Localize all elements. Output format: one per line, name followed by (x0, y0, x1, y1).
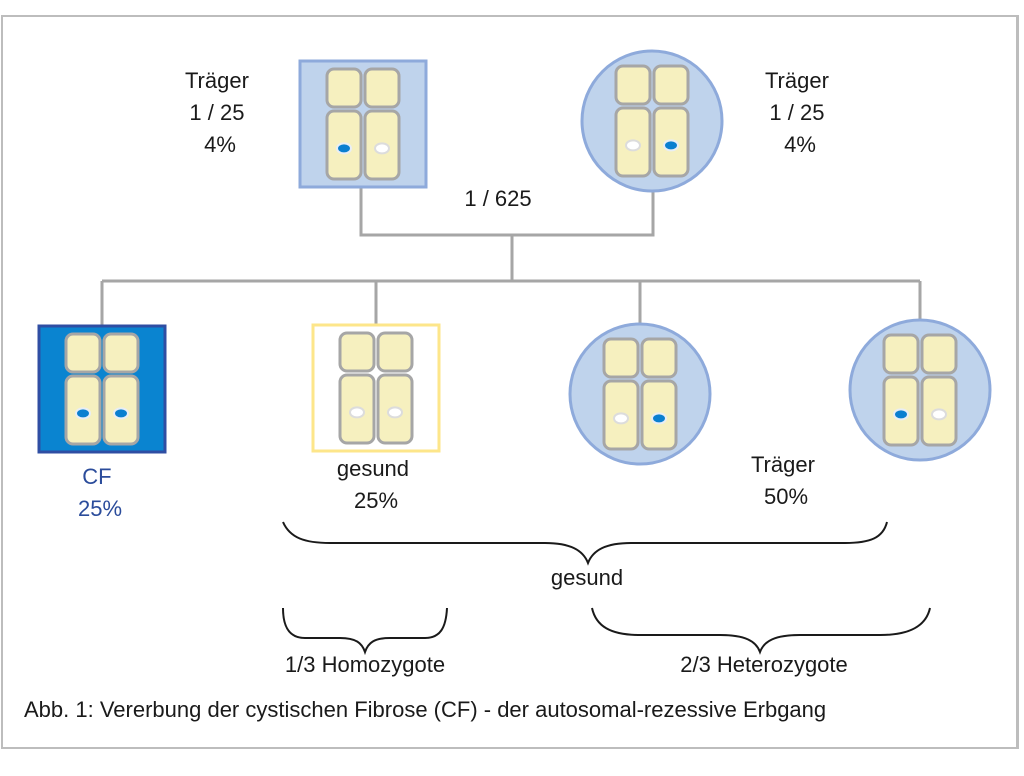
child-healthy-square-symbol (311, 323, 441, 453)
allele-mutant-marker (75, 407, 91, 420)
child-cf-label-status: CF (82, 464, 111, 489)
allele-normal-marker (374, 142, 390, 155)
chromosome-short-arm (102, 332, 140, 374)
chromosome-short-arm (64, 332, 102, 374)
allele-mutant-marker (336, 142, 352, 155)
child-carrier-2-symbol (848, 318, 992, 462)
mother-label-status: Träger (765, 68, 829, 93)
brace-heterozygote-label: 2/3 Heterozygote (680, 652, 848, 677)
child-carrier-1-circle-symbol (568, 322, 712, 466)
father-label-percent: 4% (204, 132, 236, 157)
chromosome-short-arm (338, 331, 376, 373)
carrier-children-label-percent: 50% (764, 484, 808, 509)
child-carrier-1-symbol (568, 322, 712, 466)
child-healthy-label-percent: 25% (354, 488, 398, 513)
chromosome-short-arm (882, 333, 920, 375)
allele-normal-marker (349, 406, 365, 419)
braces (282, 521, 931, 656)
mother-circle-symbol (580, 49, 724, 193)
allele-normal-marker (387, 406, 403, 419)
father-label-status: Träger (185, 68, 249, 93)
carrier-children-label-status: Träger (751, 452, 815, 477)
mother-label-percent: 4% (784, 132, 816, 157)
father-label: Träger 1 / 25 4% (185, 68, 255, 157)
child-healthy-label: gesund 25% (337, 456, 415, 513)
allele-mutant-marker (893, 408, 909, 421)
chromosome-short-arm (640, 337, 678, 379)
brace-homozygote (282, 607, 448, 656)
parents-connector (359, 187, 655, 237)
father-square-symbol (298, 59, 428, 189)
child-healthy-symbol (311, 323, 441, 453)
brace-homozygote-label: 1/3 Homozygote (285, 652, 445, 677)
father-symbol (298, 59, 428, 189)
chromosome-short-arm (602, 337, 640, 379)
child-cf-label: CF 25% (78, 464, 122, 521)
child-cf-symbol (37, 324, 167, 454)
mother-symbol (580, 49, 724, 193)
chromosome-short-arm (614, 64, 652, 106)
brace-healthy (282, 521, 888, 566)
child-carrier-2-circle-symbol (848, 318, 992, 462)
chromosome-short-arm (325, 67, 363, 109)
mother-label-frequency: 1 / 25 (769, 100, 824, 125)
father-label-frequency: 1 / 25 (189, 100, 244, 125)
allele-mutant-marker (663, 139, 679, 152)
figure-caption: Abb. 1: Vererbung der cystischen Fibrose… (24, 697, 826, 722)
child-cf-label-percent: 25% (78, 496, 122, 521)
child-healthy-label-status: gesund (337, 456, 409, 481)
allele-normal-marker (931, 408, 947, 421)
child-cf-square-symbol (37, 324, 167, 454)
brace-healthy-label: gesund (551, 565, 623, 590)
chromosome-short-arm (652, 64, 690, 106)
mother-label: Träger 1 / 25 4% (765, 68, 835, 157)
chromosome-short-arm (920, 333, 958, 375)
parents-probability: 1 / 625 (464, 186, 531, 211)
chromosome-short-arm (363, 67, 401, 109)
carrier-children-label: Träger 50% (751, 452, 821, 509)
allele-mutant-marker (113, 407, 129, 420)
pedigree-connectors (100, 187, 922, 326)
allele-normal-marker (613, 412, 629, 425)
brace-heterozygote (591, 607, 931, 655)
allele-mutant-marker (651, 412, 667, 425)
chromosome-short-arm (376, 331, 414, 373)
allele-normal-marker (625, 139, 641, 152)
